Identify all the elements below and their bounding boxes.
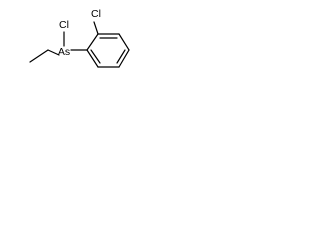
ring-double-bond-3 (90, 49, 101, 64)
bond-ethyl-ch3-ch2 (29, 49, 49, 63)
ring-bond-6 (86, 49, 99, 68)
chemical-structure: Cl As Cl (29, 8, 130, 68)
ring-double-bond-2 (116, 49, 126, 64)
atom-as: As (58, 46, 70, 58)
bond-ch2-as (47, 49, 60, 56)
atom-cl-on-ring: Cl (91, 8, 101, 20)
ring-bond-3 (118, 33, 130, 51)
ring-bond-1 (86, 33, 99, 51)
bond-ring-cl (93, 21, 99, 35)
atom-cl-on-as: Cl (59, 19, 69, 31)
ring-bond-4 (118, 49, 130, 68)
